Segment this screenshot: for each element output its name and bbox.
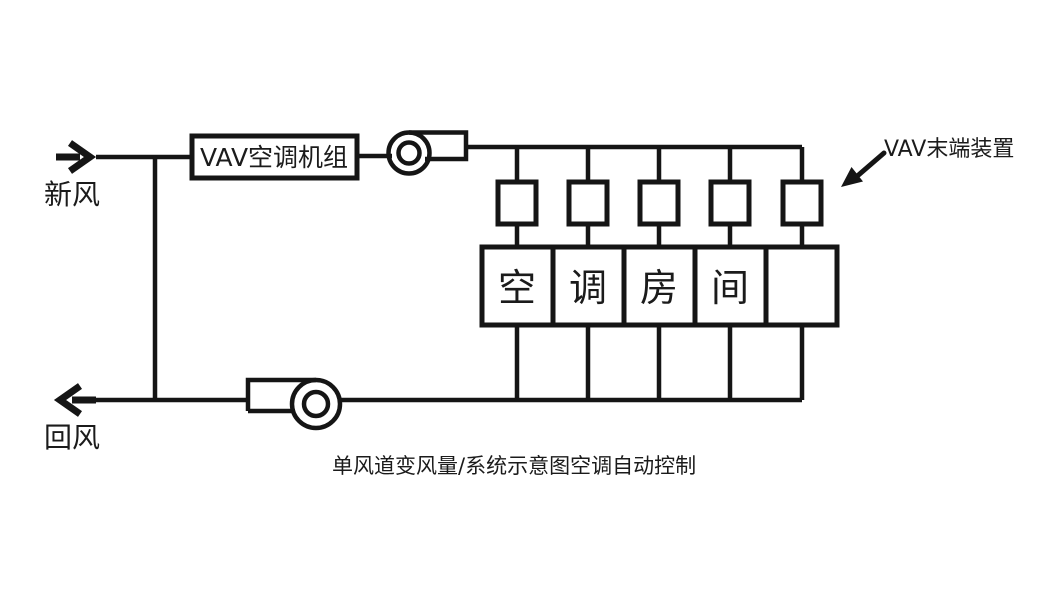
room-cell-label: 调 xyxy=(569,266,607,310)
room-cell-label: 空 xyxy=(498,266,536,310)
room-block: 空 调 房 间 xyxy=(479,244,840,328)
room-box xyxy=(479,244,840,328)
room-cell-label: 房 xyxy=(640,266,678,310)
return-fan-icon xyxy=(245,377,343,431)
vav-terminal-box xyxy=(637,179,681,227)
return-fan-scroll xyxy=(245,377,316,411)
annotation-arrow-line xyxy=(852,150,887,181)
supply-air-path: 新风 VAV空调机组 xyxy=(44,130,805,400)
return-air-arrow-icon xyxy=(53,383,96,417)
vav-terminal-box xyxy=(780,179,824,227)
ahu-box xyxy=(189,133,360,181)
room-cell-label: 间 xyxy=(711,266,749,310)
supply-fan-icon xyxy=(386,130,469,176)
fresh-air-arrow-icon xyxy=(56,140,97,174)
vav-terminal-boxes xyxy=(495,179,824,247)
return-air-label: 回风 xyxy=(44,421,100,454)
fresh-air-label: 新风 xyxy=(44,178,100,211)
terminal-annotation: VAV末端装置 xyxy=(841,137,1014,187)
diagram-caption: 单风道变风量/系统示意图空调自动控制 xyxy=(332,454,696,478)
vav-terminal-box xyxy=(495,179,539,227)
annotation-arrow-head-icon xyxy=(841,167,863,187)
terminal-annotation-label: VAV末端装置 xyxy=(884,137,1014,162)
supply-fan-hub xyxy=(396,140,422,166)
vav-terminal-box xyxy=(566,179,610,227)
fresh-air-arrow-head xyxy=(67,140,97,174)
return-air-arrow-head xyxy=(53,383,83,417)
return-fan-body xyxy=(289,377,343,431)
return-fan-hub xyxy=(301,389,331,419)
vav-terminal-box xyxy=(708,179,752,227)
return-air-path: 回风 xyxy=(44,325,805,454)
supply-fan-body xyxy=(386,130,432,176)
ahu-label: VAV空调机组 xyxy=(200,143,348,172)
